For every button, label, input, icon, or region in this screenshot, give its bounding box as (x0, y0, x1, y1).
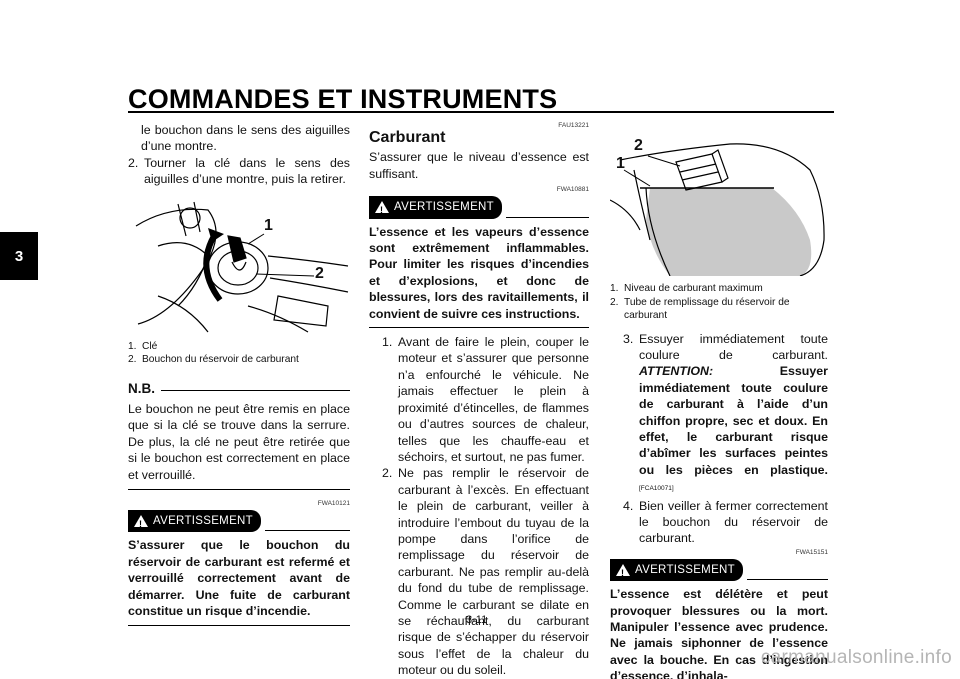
step-4: 4. Bien veiller à fermer correctement le… (623, 498, 828, 547)
warning-code: FWA10881 (556, 186, 589, 194)
note-block: N.B. Le bouchon ne peut être remis en pl… (128, 381, 350, 491)
caption-item: 2.Bouchon du réservoir de carburant (128, 354, 299, 366)
caption-item: 1.Clé (128, 340, 158, 352)
step-1: 1. Avant de faire le plein, couper le mo… (382, 334, 589, 465)
section-code: FAU13221 (558, 122, 589, 129)
step-number: 4. (623, 498, 634, 513)
step-text: Avant de faire le plein, couper le moteu… (398, 335, 589, 464)
step-3: 3. Essuyer immédiatement toute coulure d… (623, 331, 828, 498)
step-number: 2. (382, 466, 393, 481)
warning-end-rule (128, 624, 350, 626)
warning-text: S’assurer que le bouchon du réservoir de… (128, 538, 350, 619)
warning-code: FWA10121 (317, 500, 350, 508)
page-title: COMMANDES ET INSTRUMENTS (128, 84, 558, 114)
step-number: 1. (382, 335, 393, 350)
warning-header: ! AVERTISSEMENT (369, 196, 589, 219)
note-heading: N.B. (128, 381, 350, 397)
caution-code: [FCA10071] (639, 485, 674, 493)
step-number: 2. (128, 155, 139, 170)
figure-fuel-level: 1 2 (609, 137, 828, 277)
column-middle: FAU13221 Carburant S’assurer que le nive… (369, 122, 589, 679)
header-rule (128, 111, 834, 113)
warning-triangle-icon: ! (375, 201, 389, 215)
warning-badge: ! AVERTISSEMENT (369, 196, 502, 219)
chapter-tab: 3 (0, 232, 38, 280)
figure-key-cap: 1 2 (128, 195, 350, 334)
note-end-rule (128, 489, 350, 491)
section-intro: S’assurer que le niveau d’essence est su… (369, 150, 589, 181)
attention-label: ATTENTION: (639, 364, 714, 379)
warning-text: L’essence est délétère et peut provoquer… (610, 587, 828, 679)
step-2: 2. Ne pas remplir le réservoir de carbur… (382, 465, 589, 678)
step-2: 2. Tourner la clé dans le sens des aigui… (128, 155, 350, 188)
section-title: Carburant (369, 129, 446, 146)
warning-triangle-icon: ! (616, 563, 630, 578)
callout-2: 2 (315, 264, 324, 282)
step-text: Ne pas remplir le réservoir de carburant… (398, 466, 589, 678)
warning-code: FWA15151 (795, 548, 828, 556)
fuel-tank-illustration (609, 143, 825, 277)
note-text: Le bouchon ne peut être remis en place q… (128, 402, 350, 482)
caption-item: 1.Niveau de carburant maximum (610, 283, 763, 294)
steps-list: 1. Avant de faire le plein, couper le mo… (369, 334, 589, 679)
callout-1: 1 (264, 216, 273, 234)
step1-continuation: le bouchon dans le sens des aiguilles d’… (141, 123, 350, 154)
figure-caption: 1.Niveau de carburant maximum 2.Tube de … (610, 282, 828, 323)
step-number: 3. (623, 331, 634, 346)
warning-badge: ! AVERTISSEMENT (128, 510, 261, 533)
warning-header: ! AVERTISSEMENT (128, 510, 350, 533)
page-number: 3-11 (466, 614, 488, 626)
column-left: le bouchon dans le sens des aiguilles d’… (128, 122, 350, 626)
caption-item: 2.Tube de remplissage du réservoir de ca… (610, 296, 790, 322)
warning-badge: ! AVERTISSEMENT (610, 558, 743, 582)
warning-header: ! AVERTISSEMENT (610, 558, 828, 582)
warning-triangle-icon: ! (134, 515, 148, 529)
warning-end-rule (369, 327, 589, 329)
column-right: 1 2 1.Niveau de carburant maximum 2.Tube… (609, 137, 828, 679)
watermark: carmanualsonline.info (760, 647, 952, 668)
step-text: Tourner la clé dans le sens des aiguille… (144, 155, 350, 187)
steps-list: 3. Essuyer immédiatement toute coulure d… (610, 331, 828, 547)
callout-2: 2 (634, 137, 643, 154)
step-text: Bien veiller à fermer correctement le bo… (639, 498, 828, 546)
key-cap-illustration (135, 201, 349, 333)
step-text: Essuyer immédiatement toute coulure de c… (639, 331, 828, 493)
warning-text: L’essence et les vapeurs d’essence sont … (369, 224, 589, 321)
callout-1: 1 (616, 155, 625, 172)
figure-caption: 1.Clé 2.Bouchon du réservoir de carburan… (128, 340, 350, 367)
